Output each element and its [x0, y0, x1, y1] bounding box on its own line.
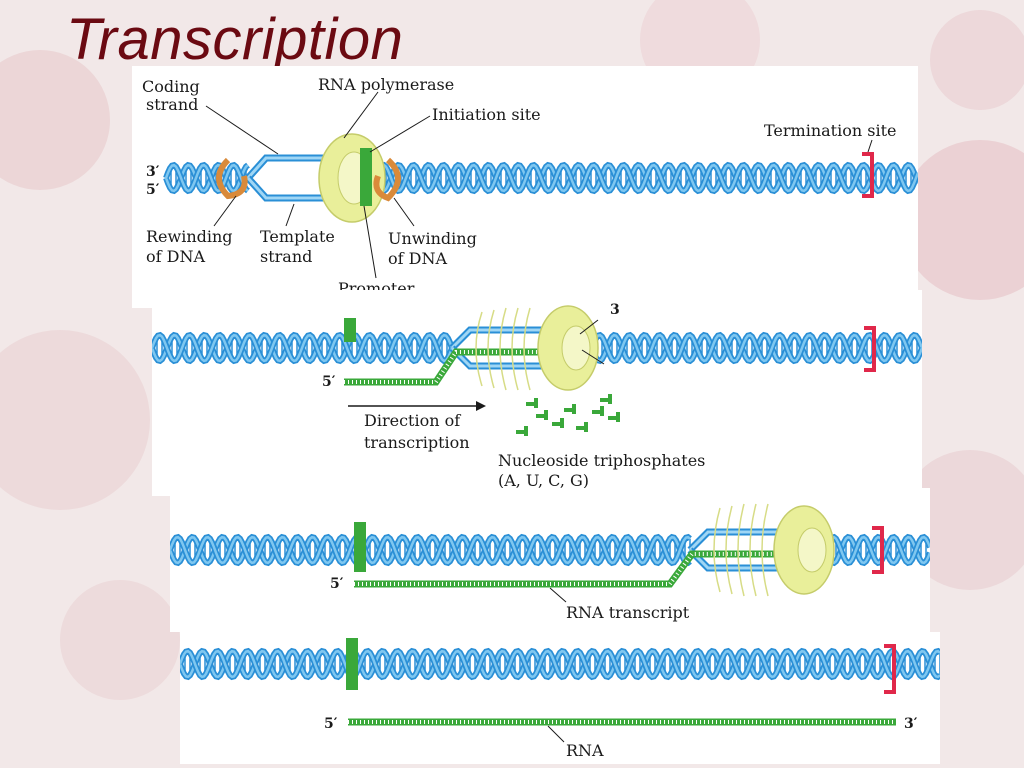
direction-label-2: transcription — [364, 433, 470, 452]
dna-helix-left — [152, 331, 455, 365]
leader-line — [547, 725, 565, 743]
initiation-diagram: Coding strand RNA polymerase Initiation … — [142, 75, 918, 298]
ntp-label: Nucleoside triphosphates — [498, 451, 705, 470]
termination-site-marker — [884, 644, 896, 694]
leader-lines — [205, 91, 873, 279]
leader-line — [549, 587, 567, 603]
template-strand-label-2: strand — [260, 247, 312, 266]
ntp-label-2: (A, U, C, G) — [498, 471, 589, 490]
five-prime-label: 5′ — [324, 716, 338, 732]
unwinding-label-2: of DNA — [388, 249, 447, 268]
coding-strand-label-2: strand — [146, 95, 198, 114]
direction-label: Direction of — [364, 411, 461, 430]
termination-diagram: 5′ 3′ RNA — [180, 638, 940, 760]
dna-helix-left — [163, 161, 250, 195]
template-strand-label: Template — [260, 227, 335, 246]
dna-strand-highlight — [824, 535, 930, 565]
elongation-diagram: 3 5′ Direction of transcription Nucleosi… — [152, 302, 922, 490]
dna-strand-highlight — [590, 333, 922, 363]
termination-site-marker — [864, 326, 876, 372]
unwinding-arrow-icon — [373, 157, 401, 202]
promoter-marker — [354, 522, 366, 572]
dna-strand-highlight — [824, 535, 930, 565]
dna-strand-highlight — [152, 333, 454, 363]
five-prime-label: 5′ — [146, 182, 160, 198]
initiation-site-label: Initiation site — [432, 105, 541, 124]
rna-polymerase-shape — [713, 503, 835, 597]
dna-helix — [180, 647, 940, 681]
dna-helix-left — [170, 533, 692, 567]
dna-strand-highlight — [374, 163, 918, 193]
termination-site-marker — [872, 526, 884, 574]
late-elongation-diagram: 5′ RNA transcript — [170, 503, 930, 622]
termination-site-label: Termination site — [764, 121, 896, 140]
promoter-marker — [344, 318, 356, 342]
three-prime-label: 3′ — [904, 716, 918, 732]
coding-strand-label: Coding — [142, 77, 200, 96]
promoter-marker — [346, 638, 358, 690]
rna-polymerase-label: RNA polymerase — [318, 75, 454, 94]
panel-termination: 5′ 3′ RNA — [180, 632, 940, 764]
dna-strand-highlight — [170, 535, 691, 565]
dna-strand-highlight — [180, 649, 940, 679]
five-prime-label: 5′ — [330, 576, 344, 592]
rewinding-arrow-icon — [216, 157, 248, 200]
rewinding-label-2: of DNA — [146, 247, 205, 266]
rewinding-label: Rewinding — [146, 227, 233, 246]
panel-initiation: Coding strand RNA polymerase Initiation … — [132, 66, 918, 308]
panel-elongation: 3 5′ Direction of transcription Nucleosi… — [152, 290, 922, 496]
unwinding-label: Unwinding — [388, 229, 477, 248]
rna-label: RNA — [566, 741, 604, 760]
rna-polymerase-shape — [475, 305, 599, 391]
promoter-marker — [360, 148, 372, 206]
arrowhead-icon — [476, 401, 486, 411]
dna-strand-highlight — [180, 649, 940, 679]
dna-helix-right — [823, 533, 930, 567]
dna-helix-right — [373, 161, 918, 195]
slide-title: Transcription — [66, 7, 404, 72]
leader-line — [579, 319, 599, 335]
nucleotide-icons — [516, 394, 620, 436]
rna-transcript-strand — [344, 348, 582, 386]
dna-strand-highlight — [170, 535, 691, 565]
five-prime-label: 5′ — [322, 374, 336, 390]
three-prime-label: 3′ — [146, 164, 160, 180]
termination-site-marker — [862, 152, 874, 198]
panel-elongation-late: 5′ RNA transcript — [170, 488, 930, 632]
rna-strand-ticks — [354, 552, 810, 586]
leader-line — [581, 349, 605, 365]
dna-helix-right — [589, 331, 922, 365]
three-prime-label: 3 — [610, 302, 620, 318]
dna-strand-highlight — [164, 163, 249, 193]
rna-transcript-label: RNA transcript — [566, 603, 690, 622]
